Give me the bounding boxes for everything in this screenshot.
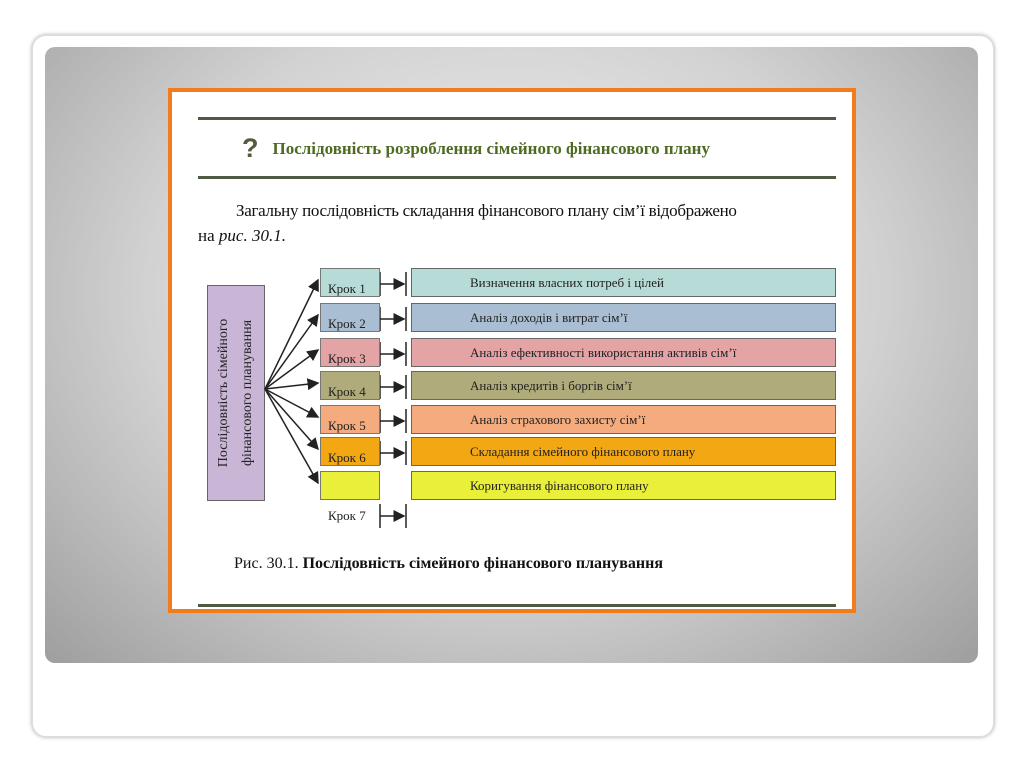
fan-arrow [264,349,320,390]
step-box: Складання сімейного фінансового плану [411,437,836,466]
step-label: Крок 7 [328,508,366,523]
fan-arrow [264,388,319,451]
step-color-block [320,338,380,367]
paragraph: Загальну послідовність складання фінансо… [198,198,848,248]
step-box: Визначення власних потреб і цілей [411,268,836,297]
step-label: Крок 3 [328,351,366,366]
fan-arrow [264,378,320,391]
caption-title: Послідовність сімейного фінансового план… [302,555,664,572]
figure-reference: рис. 30.1. [218,226,286,245]
step-color-block [320,437,380,466]
step-box: Аналіз ефективності використання активів… [411,338,836,367]
divider-top [198,117,836,120]
step-color-block [320,371,380,400]
paragraph-text: Загальну послідовність складання фінансо… [236,201,737,220]
slide-image: ? Послідовність розроблення сімейного фін… [168,88,856,613]
fan-arrow [264,388,319,485]
step-box: Аналіз доходів і витрат сім’ї [411,303,836,332]
step-color-block [320,471,380,500]
fan-arrow [264,313,319,390]
step-box: Аналіз страхового захисту сім’ї [411,405,836,434]
divider-bottom [198,604,836,607]
step-box: Аналіз кредитів і боргів сім’ї [411,371,836,400]
step-label: Крок 4 [328,384,366,399]
step-color-block [320,268,380,297]
paragraph-prefix: на [198,226,215,245]
step-color-block [320,303,380,332]
caption-prefix: Рис. 30.1. [234,555,299,572]
question-mark-icon: ? [242,133,259,163]
step-color-block [320,405,380,434]
heading-text: Послідовність розроблення сімейного фіна… [272,139,710,158]
fan-arrow [264,278,319,390]
divider-mid [198,176,836,179]
heading: ? Послідовність розроблення сімейного фін… [242,132,710,164]
fan-arrow [264,388,320,418]
step-label: Крок 6 [328,450,366,465]
figure-caption: Рис. 30.1. Послідовність сімейного фінан… [234,554,663,574]
step-label: Крок 2 [328,316,366,331]
step-box: Коригування фінансового плану [411,471,836,500]
step-label: Крок 1 [328,281,366,296]
diagram-arrows [264,272,407,528]
step-label: Крок 5 [328,418,366,433]
